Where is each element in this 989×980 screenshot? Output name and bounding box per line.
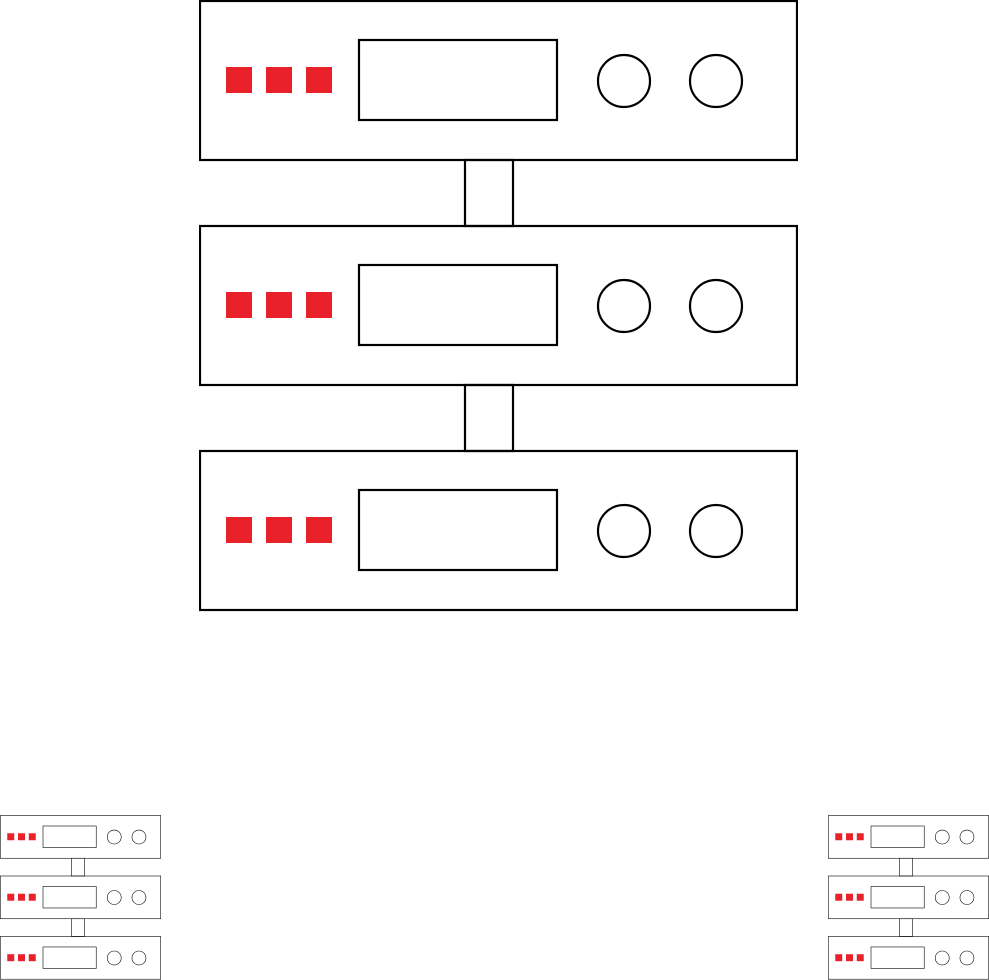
knob — [959, 829, 975, 845]
connector — [899, 857, 913, 877]
server-unit-frame — [0, 936, 161, 980]
indicator-light — [7, 954, 15, 962]
server-unit — [828, 815, 989, 859]
server-unit — [828, 936, 989, 980]
knob — [106, 829, 122, 845]
indicator-light — [226, 292, 252, 318]
knob — [688, 503, 744, 559]
indicator-light — [306, 517, 332, 543]
knob — [106, 950, 122, 966]
knob — [131, 890, 147, 905]
server-unit — [0, 875, 161, 920]
knob — [688, 278, 744, 334]
indicator-light — [835, 833, 843, 841]
knob — [959, 950, 975, 966]
knob — [934, 829, 950, 845]
indicator-light — [835, 954, 843, 962]
knob — [688, 53, 744, 109]
display-panel — [357, 488, 559, 572]
server-stack-thumbnail-right-icon — [828, 815, 989, 980]
indicator-light — [846, 893, 853, 901]
indicator-light — [306, 292, 332, 318]
server-stack-thumbnail-left-icon — [0, 815, 161, 980]
display-panel — [42, 946, 97, 969]
display-panel — [870, 946, 925, 969]
indicator-light — [856, 833, 864, 841]
display-panel — [357, 263, 559, 347]
connector — [463, 383, 515, 453]
display-panel — [870, 886, 925, 909]
server-unit — [199, 224, 798, 387]
indicator-light — [28, 893, 36, 901]
indicator-light — [306, 67, 332, 93]
connector — [71, 857, 85, 877]
indicator-light — [28, 954, 36, 962]
server-unit — [199, 449, 798, 612]
indicator-light — [856, 893, 864, 901]
knob — [131, 950, 147, 966]
knob — [131, 829, 147, 845]
indicator-light — [18, 954, 25, 962]
knob — [106, 890, 122, 905]
indicator-light — [7, 833, 15, 841]
indicator-light — [266, 67, 292, 93]
indicator-light — [266, 517, 292, 543]
server-unit — [0, 815, 161, 859]
indicator-light — [266, 292, 292, 318]
indicator-light — [18, 893, 25, 901]
indicator-light — [835, 893, 843, 901]
knob — [934, 890, 950, 905]
server-unit — [199, 0, 798, 162]
connector — [463, 158, 515, 228]
knob — [934, 950, 950, 966]
connector — [899, 918, 913, 937]
knob — [596, 503, 652, 559]
display-panel — [42, 886, 97, 909]
indicator-light — [226, 517, 252, 543]
indicator-light — [846, 954, 853, 962]
server-unit — [828, 875, 989, 920]
indicator-light — [7, 893, 15, 901]
knob — [959, 890, 975, 905]
indicator-light — [226, 67, 252, 93]
indicator-light — [856, 954, 864, 962]
server-unit — [0, 936, 161, 980]
display-panel — [870, 825, 925, 848]
indicator-light — [846, 833, 853, 841]
knob — [596, 53, 652, 109]
indicator-light — [18, 833, 25, 841]
knob — [596, 278, 652, 334]
display-panel — [357, 38, 559, 122]
server-unit-frame — [199, 449, 798, 612]
server-stack-icon — [199, 0, 798, 612]
display-panel — [42, 825, 97, 848]
connector — [71, 918, 85, 937]
indicator-light — [28, 833, 36, 841]
